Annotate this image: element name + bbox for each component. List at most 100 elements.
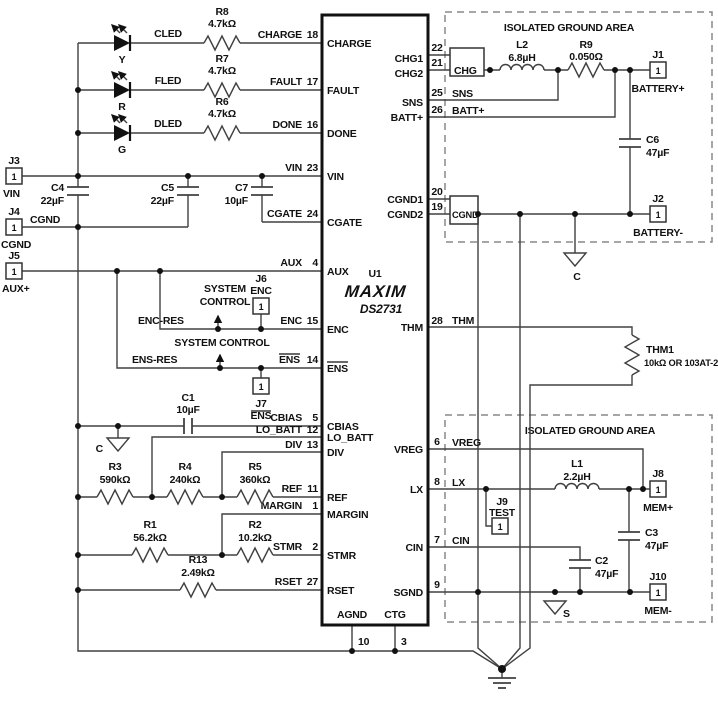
pin-stmr: STMR: [327, 550, 357, 562]
svg-text:R5: R5: [248, 461, 261, 473]
pin-margin: MARGIN: [327, 509, 368, 521]
pin-lx: LX: [410, 484, 423, 496]
svg-text:CONTROL: CONTROL: [200, 296, 251, 308]
svg-text:20: 20: [431, 186, 443, 198]
svg-text:R9: R9: [579, 39, 592, 51]
connector-j5: J5 1 AUX+: [2, 250, 30, 295]
svg-text:R4: R4: [178, 461, 191, 473]
svg-text:1: 1: [259, 382, 264, 392]
svg-text:L2: L2: [516, 39, 528, 51]
svg-text:47µF: 47µF: [595, 568, 619, 580]
net-lx: LX: [452, 477, 465, 489]
resistor-r8: R84.7kΩ: [203, 6, 241, 52]
net-sns: SNS: [452, 88, 473, 100]
svg-text:VIN: VIN: [3, 188, 20, 200]
system-control-enc: SYSTEM CONTROL ENC-RES: [138, 283, 251, 329]
svg-text:4.7kΩ: 4.7kΩ: [208, 108, 236, 120]
svg-text:MEM+: MEM+: [643, 502, 673, 514]
svg-text:C2: C2: [595, 555, 608, 567]
led-color-label: R: [118, 101, 126, 113]
svg-text:CBIAS: CBIAS: [270, 412, 302, 424]
pin-chg2: CHG2: [395, 68, 424, 80]
earth-ground: [488, 677, 516, 689]
svg-text:CHG: CHG: [454, 65, 477, 77]
svg-text:10µF: 10µF: [176, 404, 200, 416]
svg-text:1: 1: [312, 500, 318, 512]
svg-text:10kΩ OR 103AT-2: 10kΩ OR 103AT-2: [644, 358, 718, 368]
pin-fault: FAULT: [327, 85, 360, 97]
led-color-label: G: [118, 144, 126, 156]
isolated-area-title: ISOLATED GROUND AREA: [525, 425, 656, 437]
connector-j3: J3 1 VIN: [3, 155, 23, 200]
ic-part-number: DS2731: [360, 302, 403, 316]
svg-text:ENS: ENS: [251, 410, 272, 422]
ground-c-left: C: [96, 437, 131, 455]
thermistor-thm1: THM1 10kΩ OR 103AT-2: [623, 334, 718, 376]
svg-text:0.050Ω: 0.050Ω: [569, 51, 603, 63]
svg-text:R3: R3: [108, 461, 121, 473]
svg-text:15: 15: [307, 315, 319, 327]
svg-text:4: 4: [312, 257, 318, 269]
svg-text:DIV: DIV: [285, 439, 302, 451]
svg-text:360kΩ: 360kΩ: [240, 474, 271, 486]
svg-text:12: 12: [307, 424, 319, 436]
net-vreg: VREG: [452, 437, 481, 449]
isolated-area-top: ISOLATED GROUND AREA: [444, 11, 713, 243]
net-cgnd-wire: CGND: [30, 214, 61, 226]
svg-text:SYSTEM CONTROL: SYSTEM CONTROL: [174, 337, 270, 349]
svg-text:24: 24: [307, 208, 319, 220]
net-battp: BATT+: [452, 105, 484, 117]
connector-j8: J8 1 MEM+: [643, 468, 673, 514]
pin-done: DONE: [327, 128, 357, 140]
svg-text:9: 9: [434, 579, 440, 591]
svg-text:10µF: 10µF: [225, 195, 249, 207]
svg-text:REF: REF: [282, 483, 303, 495]
pin-ens: ENS: [327, 363, 348, 375]
svg-text:J3: J3: [8, 155, 20, 167]
svg-text:1: 1: [656, 588, 661, 598]
svg-text:1: 1: [656, 485, 661, 495]
svg-text:C: C: [573, 271, 581, 283]
svg-text:13: 13: [307, 439, 319, 451]
svg-text:C: C: [96, 443, 104, 455]
svg-text:R13: R13: [189, 554, 208, 566]
connector-j10: J10 1 MEM-: [644, 571, 672, 617]
svg-text:1: 1: [656, 66, 661, 76]
svg-text:ENC: ENC: [280, 315, 302, 327]
net-box-chg: CHG: [449, 47, 485, 77]
svg-text:DONE: DONE: [272, 119, 302, 131]
svg-text:CHARGE: CHARGE: [258, 29, 302, 41]
svg-text:56.2kΩ: 56.2kΩ: [133, 532, 167, 544]
svg-text:CGATE: CGATE: [267, 208, 302, 220]
svg-text:RSET: RSET: [275, 576, 303, 588]
svg-text:18: 18: [307, 29, 319, 41]
pin-cgnd1: CGND1: [387, 194, 423, 206]
svg-text:J2: J2: [652, 193, 664, 205]
svg-text:6: 6: [434, 436, 440, 448]
ground-c-right: C: [562, 252, 588, 283]
svg-text:47µF: 47µF: [645, 540, 669, 552]
svg-text:8: 8: [434, 476, 440, 488]
svg-text:2.49kΩ: 2.49kΩ: [181, 567, 215, 579]
isolated-area-title: ISOLATED GROUND AREA: [504, 22, 635, 34]
pin-charge: CHARGE: [327, 38, 371, 50]
svg-text:C3: C3: [645, 527, 658, 539]
pin-sgnd: SGND: [393, 587, 423, 599]
svg-text:17: 17: [307, 76, 319, 88]
inductor-l1: L12.2µH: [554, 458, 600, 490]
net-enc-res: ENC-RES: [138, 315, 184, 327]
pin-rset: RSET: [327, 585, 355, 597]
svg-text:2.2µH: 2.2µH: [563, 471, 590, 483]
svg-text:C7: C7: [235, 182, 248, 194]
svg-text:FAULT: FAULT: [270, 76, 303, 88]
svg-text:CGND: CGND: [452, 210, 479, 220]
pin-cbias: CBIAS: [327, 421, 359, 433]
pin-agnd: AGND: [337, 609, 368, 621]
